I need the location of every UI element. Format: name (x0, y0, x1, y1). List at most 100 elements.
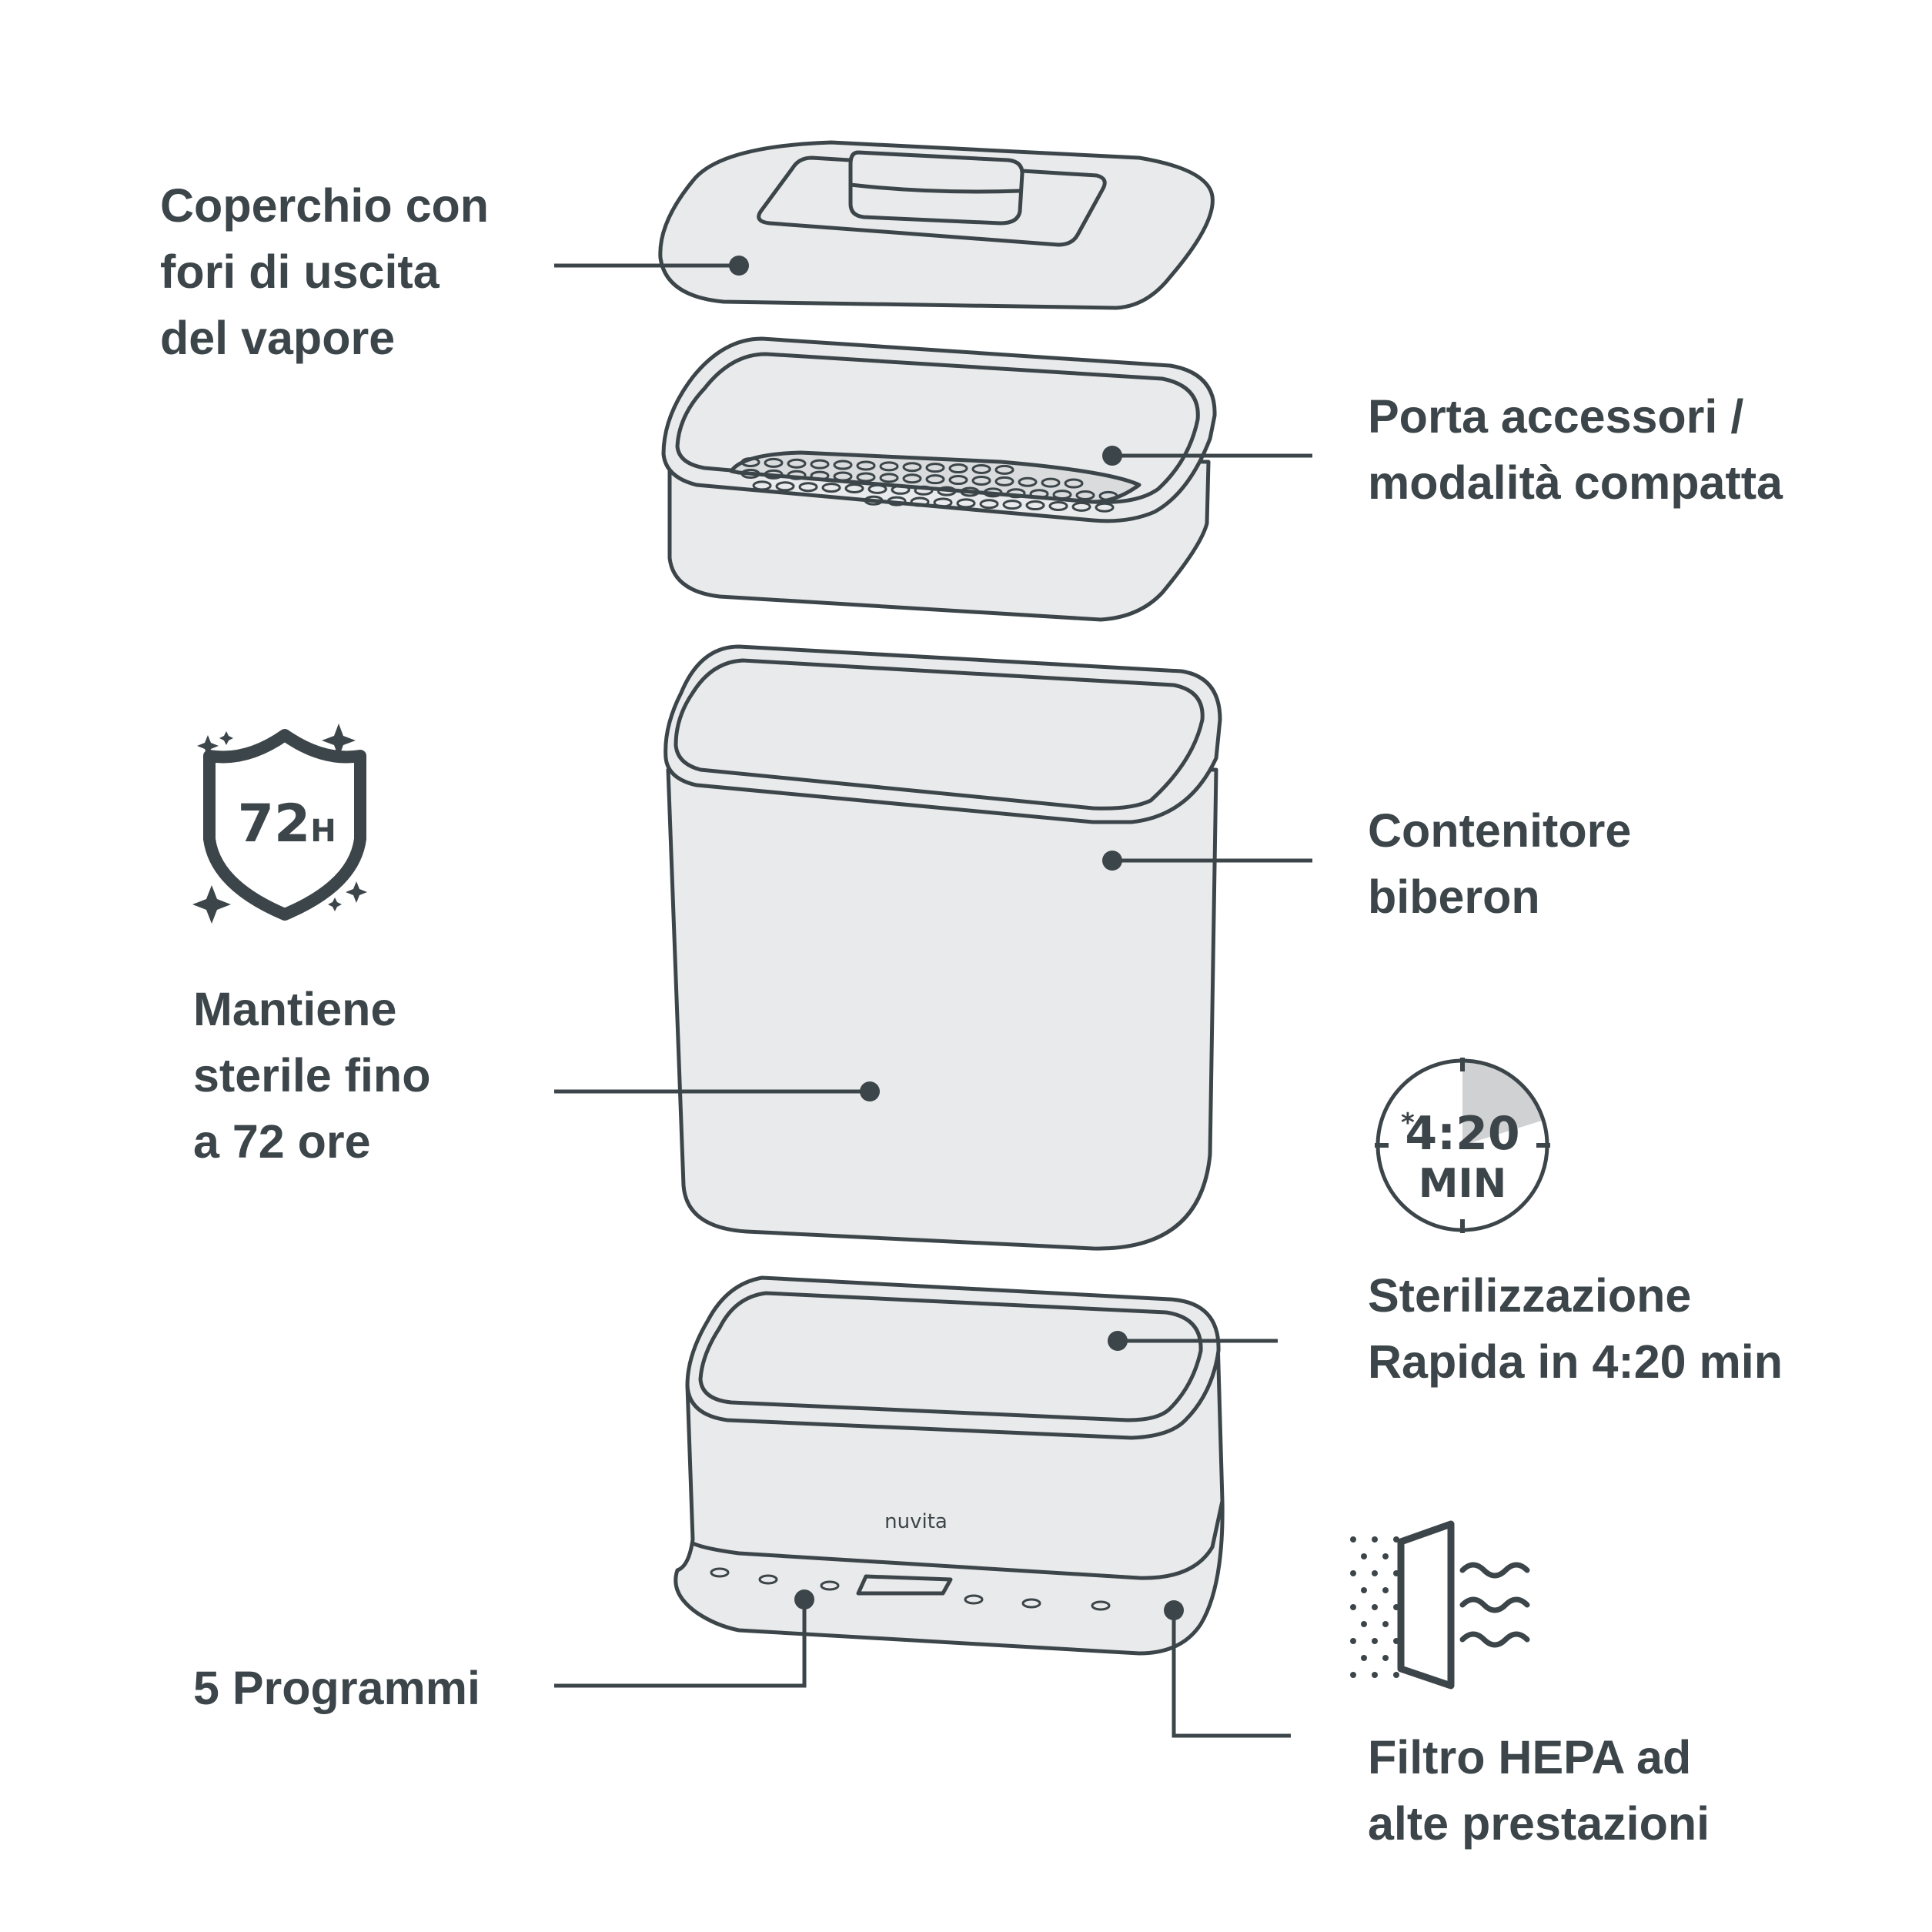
tray-hole (1025, 500, 1045, 511)
tray-hole (1006, 488, 1026, 499)
filter-particle (1393, 1638, 1399, 1644)
tray-hole (956, 498, 976, 509)
tray-hole (1018, 476, 1038, 487)
filter-particle (1393, 1672, 1399, 1678)
tray-hole (879, 473, 899, 483)
tray-hole (971, 475, 991, 486)
timer-asterisk: * (1401, 1108, 1415, 1138)
airflow-waves-icon (1459, 1562, 1530, 1648)
filter-particle (1382, 1587, 1389, 1593)
tray-hole (891, 484, 911, 495)
tray-hole (844, 483, 864, 493)
badge-number: 72 (238, 794, 311, 854)
label-tray: Porta accessori / modalità compatta (1368, 390, 1783, 509)
label-sterile: Mantiene sterile fino a 72 ore (193, 983, 431, 1168)
tray-hole (740, 468, 760, 479)
timer-unit: MIN (1419, 1161, 1507, 1207)
tray-hole (775, 481, 795, 492)
bottle-container (663, 644, 1222, 1251)
tray-hole (787, 470, 807, 480)
filter-particle (1361, 1621, 1367, 1627)
tray-hole (1048, 500, 1068, 511)
filter-particle (1350, 1536, 1356, 1543)
tray-hole (787, 458, 807, 469)
tray-hole (960, 486, 980, 497)
label-filter: Filtro HEPA ad alte prestazioni (1368, 1731, 1710, 1850)
tray-hole (810, 470, 830, 481)
timer-icon: * 4:20 MIN (1375, 1058, 1550, 1233)
filter-particle (1393, 1570, 1399, 1576)
tray-hole (887, 496, 907, 506)
tray-hole (902, 473, 922, 484)
tray-hole (971, 463, 991, 474)
filter-particle (1372, 1672, 1378, 1678)
filter-particle (1350, 1604, 1356, 1610)
filter-particle (1350, 1638, 1356, 1644)
filter-particle (1393, 1536, 1399, 1543)
tray-hole (867, 483, 887, 494)
tray-hole (937, 486, 957, 496)
tray-hole (856, 460, 876, 471)
filter-particle (1372, 1570, 1378, 1576)
tray-hole (948, 475, 968, 486)
label-lid: Coperchio con fori di uscita del vapore (160, 179, 490, 364)
leader-dots (729, 256, 1184, 1620)
filter-particle (1350, 1570, 1356, 1576)
tray-hole (752, 480, 772, 491)
filter-particle (1361, 1655, 1367, 1661)
base-unit: nuvita (674, 1275, 1225, 1656)
tray-hole (983, 487, 1003, 498)
filter-particle (1382, 1553, 1389, 1559)
tray-hole (933, 497, 953, 508)
tray-hole (925, 463, 945, 473)
filter-particle (1382, 1621, 1389, 1627)
label-rapid: Sterilizzazione Rapida in 4:20 min (1368, 1269, 1783, 1388)
badge-unit: H (310, 814, 336, 849)
tray-hole (740, 456, 760, 467)
tray-hole (864, 495, 884, 506)
filter-particle (1372, 1638, 1378, 1644)
label-container: Contenitore biberon (1368, 804, 1632, 923)
filter-particle (1361, 1553, 1367, 1559)
tray-hole (979, 499, 999, 510)
tray-hole (1041, 477, 1061, 488)
tray-hole (1064, 478, 1084, 489)
tray-hole (1052, 490, 1072, 500)
filter-particle (1372, 1536, 1378, 1543)
tray-hole (994, 476, 1014, 486)
tray-hole (902, 462, 922, 473)
tray-hole (948, 463, 968, 474)
tray-hole (810, 459, 830, 470)
filter-particle (1350, 1672, 1356, 1678)
tray-hole (925, 474, 945, 485)
filter-particle (1382, 1655, 1389, 1661)
leader-lines (554, 263, 1312, 1738)
tray-hole (833, 471, 853, 482)
brand-logo: nuvita (884, 1510, 948, 1533)
tray-hole (994, 464, 1014, 475)
timer-time: 4:20 (1405, 1107, 1519, 1161)
tray-hole (1098, 490, 1118, 501)
tray-hole (1002, 500, 1022, 510)
tray-hole (798, 482, 818, 493)
filter-particle (1393, 1604, 1399, 1610)
tray-hole (910, 496, 930, 507)
tray-hole (1071, 501, 1091, 512)
tray-holes (740, 456, 1118, 513)
shield-icon: 72 H (203, 729, 366, 921)
tray-hole (833, 460, 853, 470)
tray-hole (856, 472, 876, 483)
label-programs: 5 Programmi (193, 1662, 480, 1714)
sparkle-icon (192, 724, 367, 924)
tray-hole (1095, 502, 1115, 513)
tray-hole (879, 461, 899, 472)
tray-hole (914, 485, 934, 496)
filter-particle (1372, 1604, 1378, 1610)
lid (658, 140, 1215, 310)
hepa-filter-icon (1350, 1520, 1455, 1690)
filter-particle (1361, 1587, 1367, 1593)
tray-hole (821, 483, 841, 493)
tray-hole (764, 469, 784, 480)
tray-hole (764, 457, 784, 468)
